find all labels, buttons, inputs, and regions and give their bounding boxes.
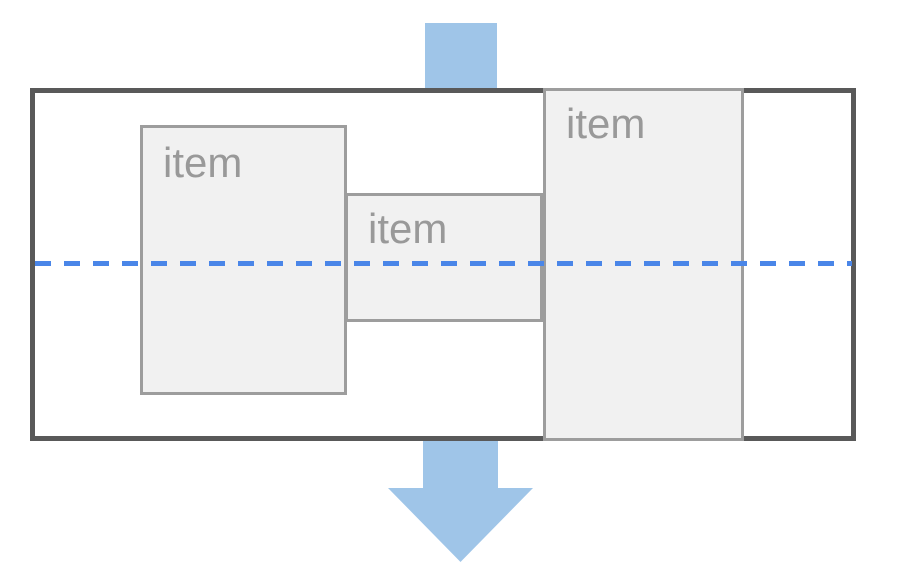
center-axis-dashed-line	[35, 261, 852, 266]
flow-down-arrow-shaft-icon	[425, 23, 497, 88]
flex-item-3-label: item	[566, 100, 646, 147]
flex-item-2-label: item	[368, 205, 448, 252]
flow-down-arrow-icon	[388, 441, 533, 562]
flex-item-1: item	[140, 125, 347, 395]
flex-item-2: item	[345, 193, 543, 322]
flex-item-1-label: item	[163, 139, 243, 186]
